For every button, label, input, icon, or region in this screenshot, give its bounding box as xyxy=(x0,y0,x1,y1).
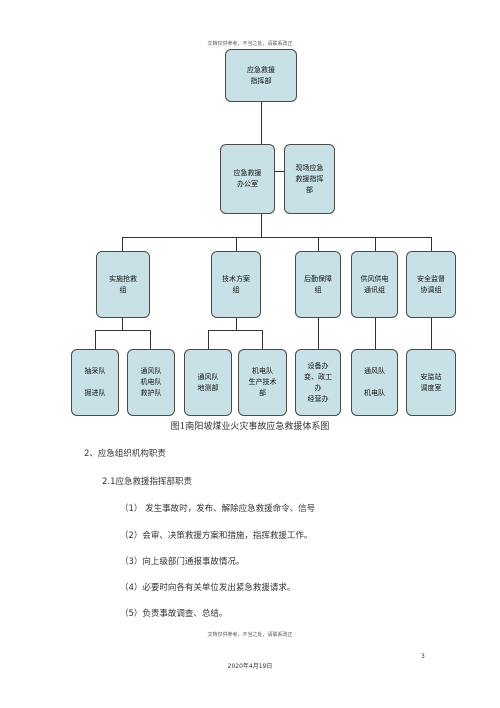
duty-item: （5）负责事故调查、总结。 xyxy=(120,609,228,619)
duty-item: （2）会审、决策救援方案和措施，指挥救援工作。 xyxy=(120,531,313,541)
org-box-l4: 通风队 机电队 xyxy=(351,349,398,416)
subsection-heading: 2.1应急救援指挥部职责 xyxy=(102,477,193,487)
connector xyxy=(375,318,376,349)
connector xyxy=(236,318,237,330)
connector xyxy=(236,237,237,251)
connector xyxy=(318,237,319,251)
connector xyxy=(275,171,284,172)
connector xyxy=(262,330,263,349)
connector xyxy=(122,237,123,251)
org-box-l2-field: 现场应急 救援指挥 部 xyxy=(284,144,335,214)
org-box-top: 应急救援 指挥部 xyxy=(225,49,297,102)
connector xyxy=(261,102,262,144)
duty-item: （4）必要时向各有关单位发出紧急救援请求。 xyxy=(120,583,296,593)
duty-item: （3）向上级部门通报事故情况。 xyxy=(120,557,245,567)
org-box-l4: 机电队 生产技术 部 xyxy=(238,349,287,416)
org-box-l4: 安监站 调度室 xyxy=(406,349,456,416)
org-box-l4: 通风队 机电队 救护队 xyxy=(127,349,175,416)
connector xyxy=(95,330,150,331)
connector xyxy=(261,213,262,237)
org-box-l3-tech: 技术方案 组 xyxy=(211,251,261,318)
section-heading: 2、应急组织机构职责 xyxy=(84,449,166,459)
connector xyxy=(122,318,123,330)
connector xyxy=(208,330,262,331)
connector xyxy=(375,237,376,251)
org-box-l4: 设备办 变、政工 办 经营办 xyxy=(295,349,341,416)
org-box-l3-logistics: 后勤保障 组 xyxy=(295,251,341,318)
org-box-l3-rescue: 实施抢救 组 xyxy=(96,251,150,318)
connector xyxy=(208,330,209,349)
page-number: 3 xyxy=(421,653,425,660)
figure-caption: 图1南阳坡煤业火灾事故应急救援体系图 xyxy=(170,422,330,432)
page-date: 2020年4月19日 xyxy=(227,663,273,670)
header-note: 文档仅供参考，不当之处，请联系改正 xyxy=(207,41,293,47)
connector xyxy=(431,237,432,251)
duty-item: （1） 发生事故时，发布、解除应急救援命令、信号 xyxy=(120,504,316,514)
connector xyxy=(431,318,432,349)
connector xyxy=(122,237,432,238)
org-box-l3-safety: 安全监督 协调组 xyxy=(406,251,456,318)
footer-note: 文档仅供参考，不当之处，请联系改正 xyxy=(207,632,293,638)
connector xyxy=(150,330,151,349)
org-box-l4: 通风队 地测部 xyxy=(184,349,232,416)
connector xyxy=(318,318,319,349)
org-box-l3-power: 供风供电 通讯组 xyxy=(351,251,398,318)
org-chart: 应急救援 指挥部 应急救援 办公室 现场应急 救援指挥 部 实施抢救 组 技术方… xyxy=(71,49,456,416)
org-box-l4: 抽采队 掘进队 xyxy=(71,349,119,416)
connector xyxy=(95,330,96,349)
org-box-l2-office: 应急救援 办公室 xyxy=(220,144,275,214)
